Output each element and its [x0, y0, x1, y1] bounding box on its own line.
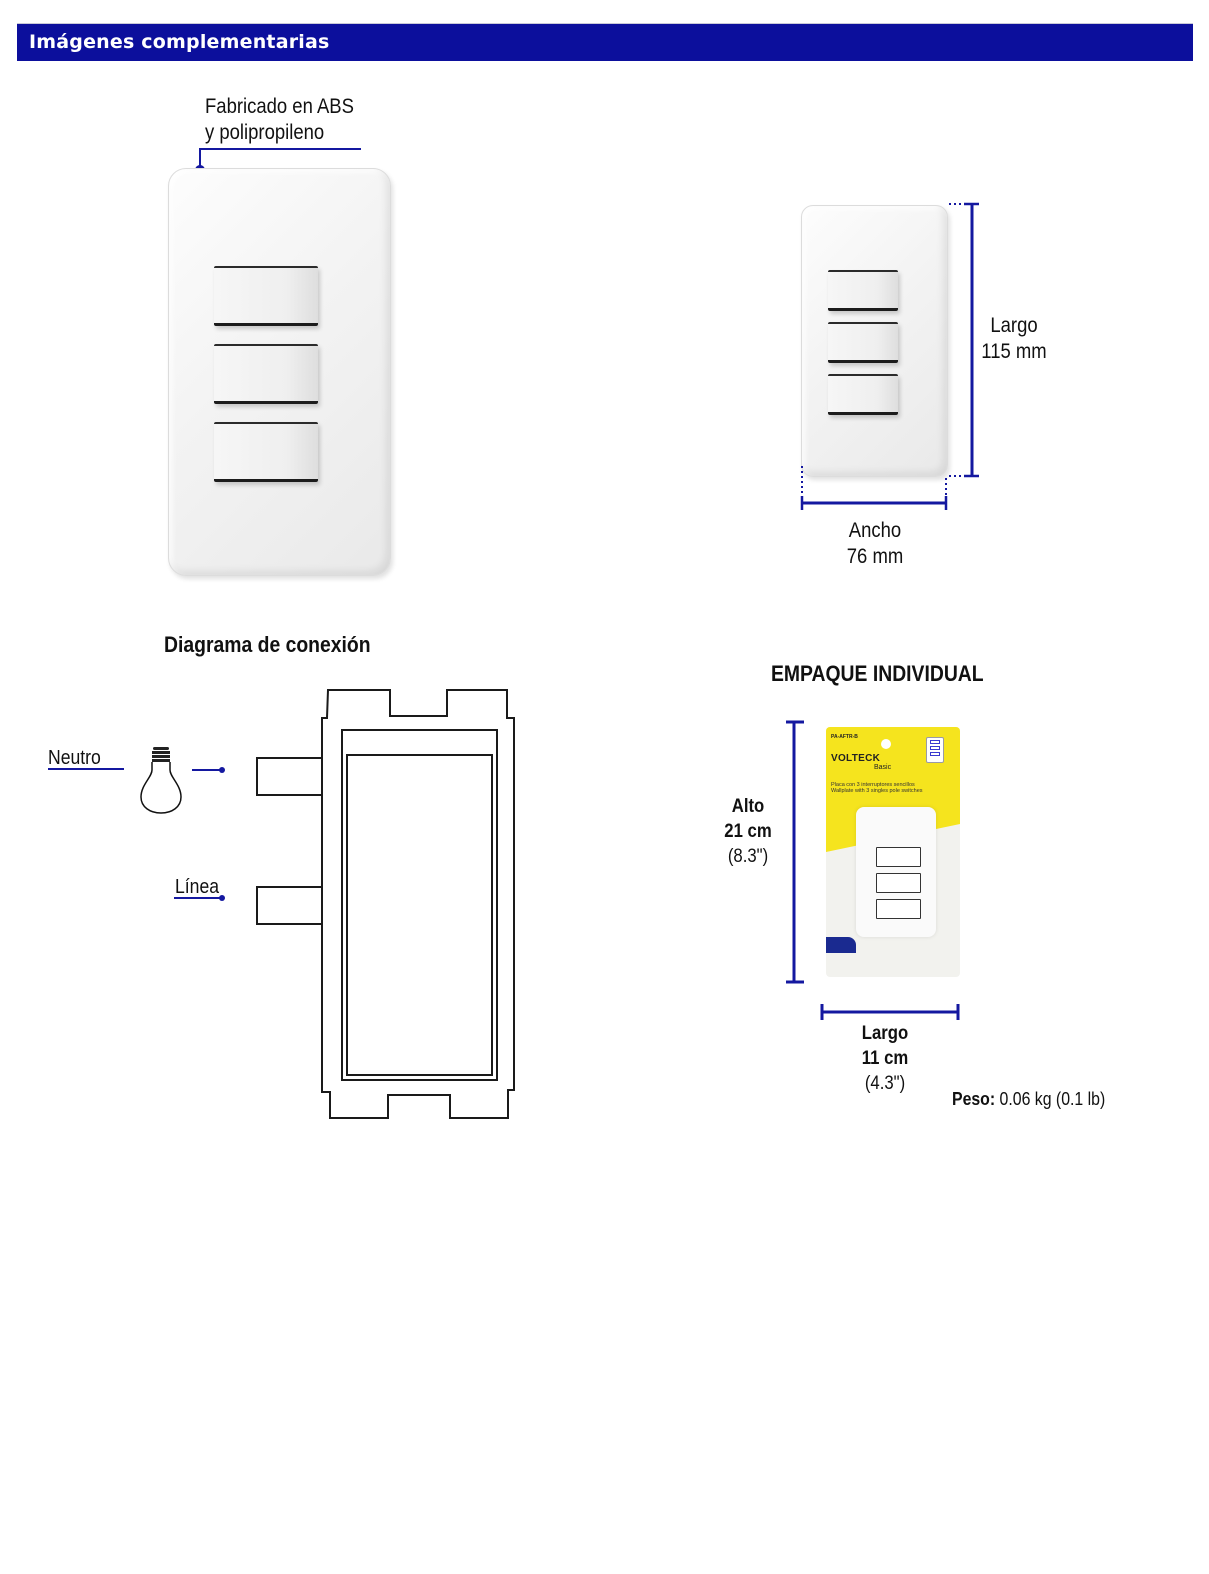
height-dimension-line	[800, 202, 979, 510]
neutral-underline	[48, 768, 124, 770]
brand-line: Basic	[874, 764, 892, 771]
line-terminal-dot-icon	[219, 895, 225, 901]
rocker-switch-3	[214, 422, 318, 482]
description-en: Wallplate with 3 singles pole switches	[831, 788, 923, 794]
weight-label: Peso:	[952, 1089, 996, 1109]
package-plate	[856, 807, 936, 937]
package-length-label: Largo	[861, 1023, 909, 1044]
package-rocker-2	[876, 873, 921, 893]
neutral-label: Neutro	[48, 747, 101, 769]
material-callout-line2: y polipropileno	[205, 121, 325, 144]
callout-leader-horizontal	[199, 148, 361, 150]
height-value: 115 mm	[981, 340, 1047, 363]
weight-value: 0.06 kg (0.1 lb)	[999, 1089, 1106, 1109]
package-rocker-3	[876, 899, 921, 919]
switch-plate-image	[168, 168, 391, 576]
material-callout-line1: Fabricado en ABS	[205, 95, 354, 118]
package-height-in: (8.3")	[727, 846, 769, 867]
package-length-cm: 11 cm	[861, 1048, 909, 1069]
connection-diagram-title: Diagrama de conexión	[164, 632, 371, 657]
dim-rocker-switch-1	[828, 270, 898, 311]
product-description: Placa con 3 interruptores sencillos Wall…	[831, 782, 951, 794]
dim-rocker-switch-3	[828, 374, 898, 415]
width-label: Ancho	[848, 519, 902, 542]
callout-leader-vertical	[199, 148, 201, 170]
line-label: Línea	[175, 876, 220, 898]
width-value: 76 mm	[846, 545, 904, 568]
rating-badge-icon	[826, 937, 856, 953]
brand-logo: VOLTECK	[831, 753, 881, 764]
light-bulb-icon	[140, 747, 182, 814]
switch-wiring-diagram	[256, 689, 515, 1119]
hang-hole	[881, 739, 891, 749]
height-label: Largo	[990, 314, 1038, 337]
description-es: Placa con 3 interruptores sencillos	[831, 782, 915, 788]
package-height-cm: 21 cm	[724, 821, 772, 842]
packaging-image: PA-AFTR-B VOLTECK Basic Placa con 3 inte…	[826, 727, 960, 977]
package-weight: Peso: 0.06 kg (0.1 lb)	[952, 1086, 1105, 1112]
package-rocker-1	[876, 847, 921, 867]
dimension-plate-image	[801, 205, 948, 477]
packaging-dimension-lines	[786, 720, 960, 1020]
rocker-switch-1	[214, 266, 318, 326]
section-title: Imágenes complementarias	[29, 31, 330, 53]
package-length-in: (4.3")	[864, 1073, 906, 1094]
product-code: PA-AFTR-B	[831, 734, 858, 740]
neutral-terminal-dot-icon	[219, 767, 225, 773]
switch-plate-icon	[926, 737, 944, 763]
line-underline	[174, 897, 222, 899]
section-header: Imágenes complementarias	[17, 23, 1193, 61]
packaging-title: EMPAQUE INDIVIDUAL	[771, 661, 984, 686]
package-height-label: Alto	[731, 796, 765, 817]
dim-rocker-switch-2	[828, 322, 898, 363]
neutral-wire	[192, 769, 222, 771]
rocker-switch-2	[214, 344, 318, 404]
